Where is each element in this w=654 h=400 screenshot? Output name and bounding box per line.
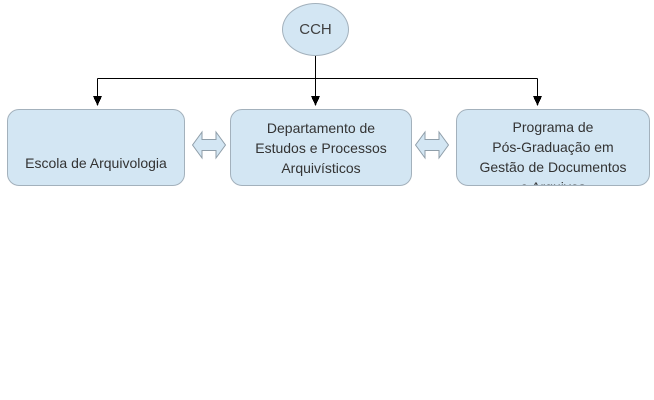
arrowhead-right-icon: [533, 96, 542, 106]
arrowhead-left-icon: [93, 96, 102, 106]
node-cch: CCH: [282, 3, 349, 56]
node-cch-label: CCH: [299, 20, 332, 38]
node-programa: Programa de Pós-Graduação em Gestão de D…: [456, 109, 650, 186]
arrowhead-middle-icon: [311, 96, 320, 106]
double-arrow-right-icon: [415, 130, 449, 160]
node-departamento-line-2: Estudos e Processos: [255, 139, 387, 156]
double-arrow-left-icon: [192, 130, 226, 160]
node-departamento-line-3: Arquivísticos: [281, 159, 361, 176]
node-escola: Escola de Arquivologia: [7, 109, 185, 186]
node-escola-label: Escola de Arquivologia: [25, 155, 167, 171]
node-programa-line-2: Pós-Graduação em: [492, 139, 614, 155]
node-departamento-line-1: Departamento de: [266, 119, 376, 136]
node-programa-line-3: Gestão de Documentos: [479, 159, 627, 175]
node-departamento: Departamento de Estudos e Processos Arqu…: [230, 109, 412, 186]
node-programa-line-1: Programa de: [512, 119, 594, 135]
node-programa-line-4: e Arquivos: [457, 177, 649, 185]
